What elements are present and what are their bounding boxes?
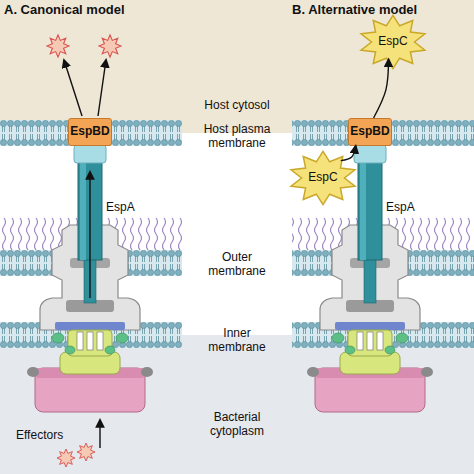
region-label: Bacterial cytoplasm — [192, 410, 282, 439]
effector-star — [47, 35, 69, 57]
region-label: Host cytosol — [187, 98, 287, 112]
entry-arrow — [99, 420, 100, 448]
arrow-connector — [374, 59, 389, 118]
espc-star: EspC — [288, 150, 358, 206]
protein-label: EspBD — [350, 125, 389, 139]
effector-star — [77, 443, 95, 461]
host-cytosol-area — [0, 0, 474, 133]
region-label: EspA — [106, 200, 150, 214]
region-label: EspA — [386, 200, 430, 214]
espc-star: EspC — [358, 14, 428, 70]
star-shape — [361, 15, 425, 68]
espbd-box: EspBD — [68, 118, 112, 146]
arrow-connector — [341, 146, 356, 161]
espbd-box: EspBD — [348, 118, 392, 146]
effector-star — [57, 449, 75, 467]
apparatus-a — [27, 145, 153, 412]
effector-star — [99, 35, 121, 57]
secretion-arrow — [89, 172, 90, 298]
release-arrow — [98, 60, 106, 116]
protein-label: EspBD — [70, 125, 109, 139]
protein-name: EspC — [378, 35, 407, 49]
release-arrow — [64, 60, 82, 116]
region-label: Outer membrane — [197, 250, 277, 279]
region-label: Effectors — [16, 428, 82, 442]
region-label: Inner membrane — [197, 326, 277, 355]
protein-name: EspC — [308, 171, 337, 185]
panel-title: B. Alternative model — [292, 2, 472, 18]
region-label: Host plasma membrane — [197, 122, 277, 151]
panel-title: A. Canonical model — [4, 2, 179, 18]
star-shape — [291, 151, 355, 204]
